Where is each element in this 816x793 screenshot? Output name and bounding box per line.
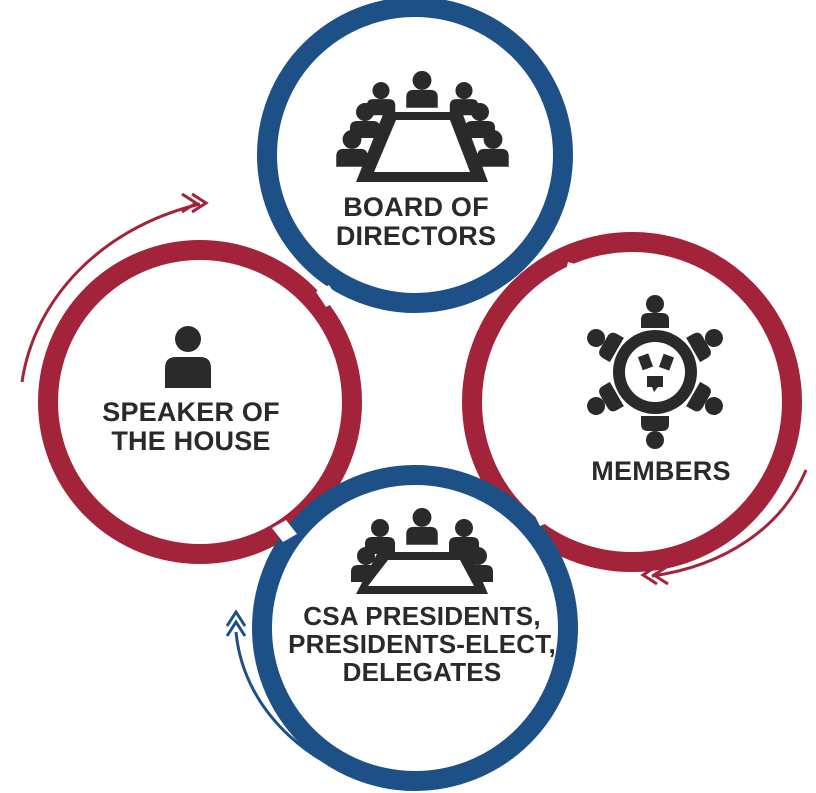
meeting-table-icon <box>351 507 493 594</box>
csa-label-line-1: CSA PRESIDENTS, <box>303 601 541 631</box>
members-label-line-1: MEMBERS <box>591 456 731 486</box>
board-label-line-2: DIRECTORS <box>335 221 497 252</box>
conference-table-icon <box>336 70 509 182</box>
csa-label-line-2: PRESIDENTS-ELECT, <box>288 629 556 660</box>
csa-ring <box>252 465 578 791</box>
ring-gaps <box>272 262 582 542</box>
round-table-discussion-icon <box>587 295 723 449</box>
left-cycle-arrow <box>20 192 209 383</box>
member-person-icon <box>587 329 624 363</box>
member-person-icon <box>686 329 723 363</box>
speaker-of-the-house-label: SPEAKER OF THE HOUSE <box>80 397 302 457</box>
right-cycle-arrow <box>640 469 808 586</box>
board-ring <box>257 0 573 313</box>
speaker-label-line-1: SPEAKER OF <box>102 397 280 427</box>
speaker-ring <box>38 240 362 564</box>
bottom-cycle-arrow <box>225 609 397 790</box>
member-person-icon <box>641 416 669 449</box>
csa-presidents-label: CSA PRESIDENTS, PRESIDENTS-ELECT, DELEGA… <box>268 602 576 686</box>
member-person-icon <box>587 381 624 415</box>
board-of-directors-label: BOARD OF DIRECTORS <box>300 192 532 252</box>
members-ring <box>462 232 802 572</box>
member-person-icon <box>641 295 669 328</box>
members-label: MEMBERS <box>568 456 754 486</box>
csa-label-line-3: DELEGATES <box>342 657 502 688</box>
member-person-icon <box>686 381 723 415</box>
person-icon <box>165 326 211 388</box>
speaker-label-line-2: THE HOUSE <box>111 426 271 457</box>
board-label-line-1: BOARD OF <box>343 192 489 222</box>
